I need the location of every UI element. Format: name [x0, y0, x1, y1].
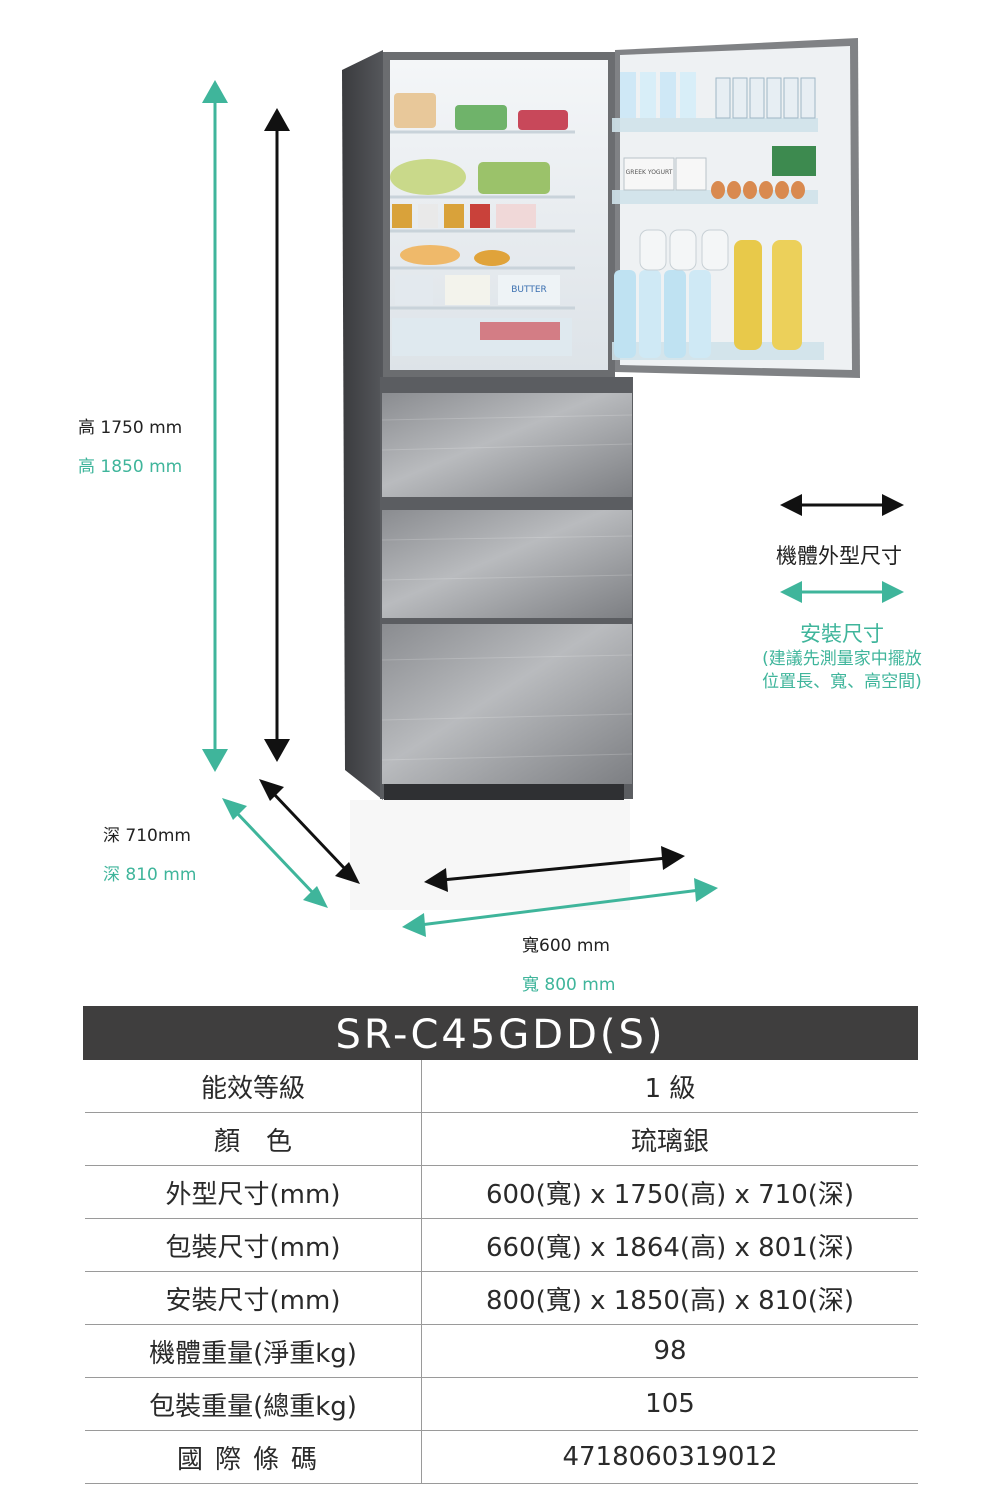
spec-label: 顏 色 [85, 1112, 422, 1166]
spec-label: 包裝尺寸(mm) [85, 1218, 422, 1272]
width-install-label: 寬 800 mm [522, 975, 616, 995]
model-title: SR-C45GDD(S) [83, 1006, 918, 1060]
spec-label: 安裝尺寸(mm) [85, 1271, 422, 1325]
width-body-label: 寬600 mm [522, 936, 610, 956]
dimension-diagram: BUTTER GREEK YOGURT [202, 38, 904, 937]
legend-install-note-2: 位置長、寬、高空間) [762, 672, 922, 692]
table-row: 安裝尺寸(mm) 800(寬) x 1850(高) x 810(深) [85, 1271, 918, 1325]
spec-value: 1 級 [421, 1060, 918, 1113]
spec-value: 琉璃銀 [421, 1112, 918, 1166]
spec-label: 外型尺寸(mm) [85, 1165, 422, 1219]
legend-body-arrow [780, 494, 904, 516]
table-row: 包裝重量(總重kg) 105 [85, 1377, 918, 1431]
table-row: 機體重量(淨重kg) 98 [85, 1324, 918, 1378]
yogurt-label: GREEK YOGURT [626, 169, 673, 176]
spec-value: 600(寬) x 1750(高) x 710(深) [421, 1165, 918, 1219]
width-install-arrow [402, 878, 718, 937]
legend-install-note-1: (建議先測量家中擺放 [762, 649, 922, 669]
depth-install-arrow [222, 798, 328, 908]
legend-install-arrow [780, 581, 904, 603]
legend-install-dimension: 安裝尺寸 (建議先測量家中擺放 位置長、寬、高空間) [740, 618, 944, 694]
table-row: 國際條碼 4718060319012 [85, 1430, 918, 1484]
height-install-arrow [202, 80, 228, 772]
width-body-arrow [424, 846, 685, 892]
table-row: 外型尺寸(mm) 600(寬) x 1750(高) x 710(深) [85, 1165, 918, 1219]
butter-label: BUTTER [511, 285, 547, 295]
table-row: 包裝尺寸(mm) 660(寬) x 1864(高) x 801(深) [85, 1218, 918, 1272]
fridge-illustration: BUTTER GREEK YOGURT [342, 38, 860, 910]
spec-value: 105 [421, 1377, 918, 1431]
height-body-label: 高 1750 mm [78, 418, 183, 438]
spec-value: 800(寬) x 1850(高) x 810(深) [421, 1271, 918, 1325]
legend-install-title: 安裝尺寸 [800, 622, 884, 646]
spec-value: 4718060319012 [421, 1430, 918, 1484]
table-row: 顏 色 琉璃銀 [85, 1112, 918, 1166]
depth-install-label: 深 810 mm [103, 865, 197, 885]
spec-label: 國際條碼 [85, 1430, 422, 1484]
spec-label: 機體重量(淨重kg) [85, 1324, 422, 1378]
depth-body-label: 深 710mm [103, 826, 191, 846]
height-install-label: 高 1850 mm [78, 457, 183, 477]
spec-value: 98 [421, 1324, 918, 1378]
spec-value: 660(寬) x 1864(高) x 801(深) [421, 1218, 918, 1272]
table-row: 能效等級 1 級 [85, 1060, 918, 1113]
legend-body-dimension: 機體外型尺寸 [776, 544, 902, 568]
spec-label: 能效等級 [85, 1060, 422, 1113]
depth-body-arrow [259, 779, 360, 884]
height-body-arrow [264, 108, 290, 762]
spec-table: 能效等級 1 級 顏 色 琉璃銀 外型尺寸(mm) 600(寬) x 1750(… [85, 1060, 918, 1484]
spec-label: 包裝重量(總重kg) [85, 1377, 422, 1431]
